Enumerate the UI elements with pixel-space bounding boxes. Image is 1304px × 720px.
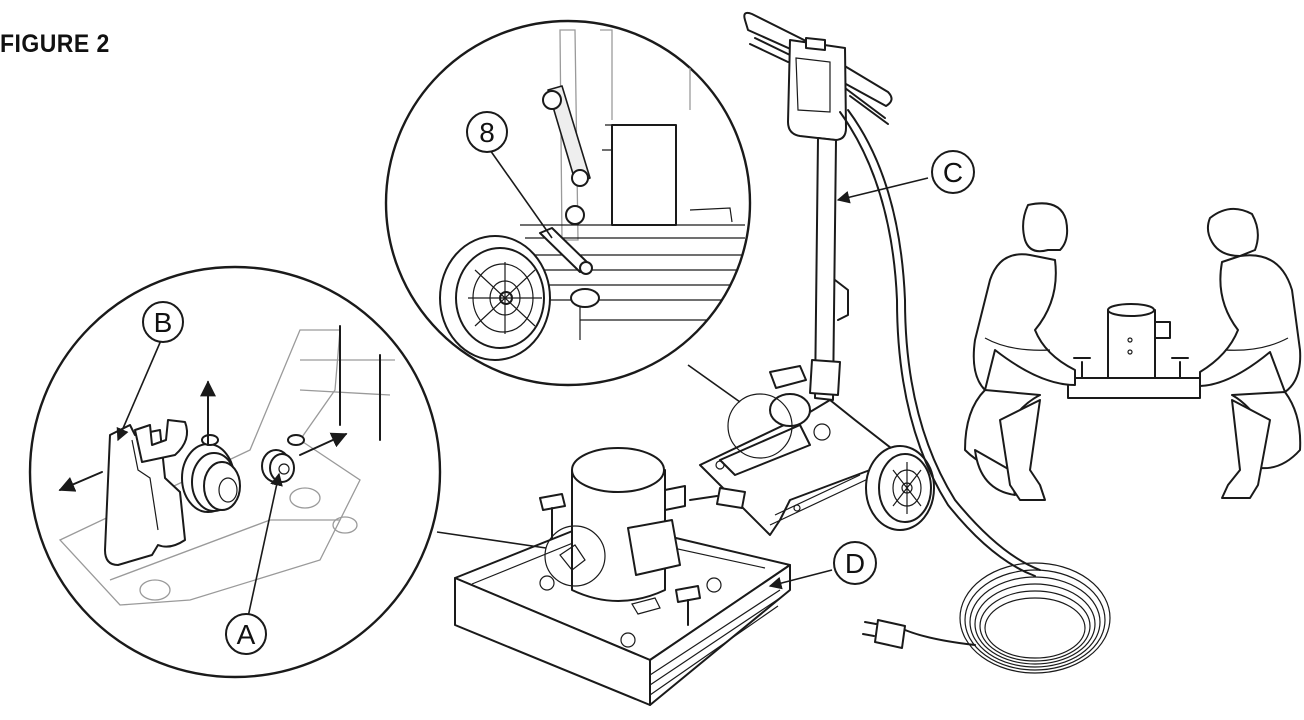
callout-b-label: B <box>154 307 173 338</box>
machine-base <box>454 447 791 706</box>
callout-leader-d <box>768 569 833 590</box>
callout-leader-b <box>116 337 163 442</box>
callout-d: D <box>833 541 877 585</box>
callout-a: A <box>225 613 267 655</box>
two-person-lift-illustration <box>964 202 1302 501</box>
callout-8: 8 <box>466 111 508 153</box>
callout-leader-8 <box>489 149 553 239</box>
latch-detail-magnifier <box>28 265 442 679</box>
callout-8-label: 8 <box>479 117 495 148</box>
callout-c: C <box>931 150 975 194</box>
figure-title: FIGURE 2 <box>0 30 110 58</box>
callout-leader-a <box>247 472 283 618</box>
callout-d-label: D <box>845 548 865 579</box>
detail-wheel <box>439 235 551 361</box>
callout-a-label: A <box>237 619 256 650</box>
rear-detail-magnifier <box>384 19 752 387</box>
machine-handle <box>743 11 893 401</box>
rear-wheel <box>865 445 935 531</box>
callout-b: B <box>142 301 184 343</box>
machine-frame <box>699 393 935 536</box>
power-cord <box>689 109 1111 674</box>
callout-c-label: C <box>943 157 963 188</box>
callout-leader-c <box>836 177 929 204</box>
detail-marker-frame <box>727 393 793 459</box>
detail-marker-base <box>544 525 606 587</box>
